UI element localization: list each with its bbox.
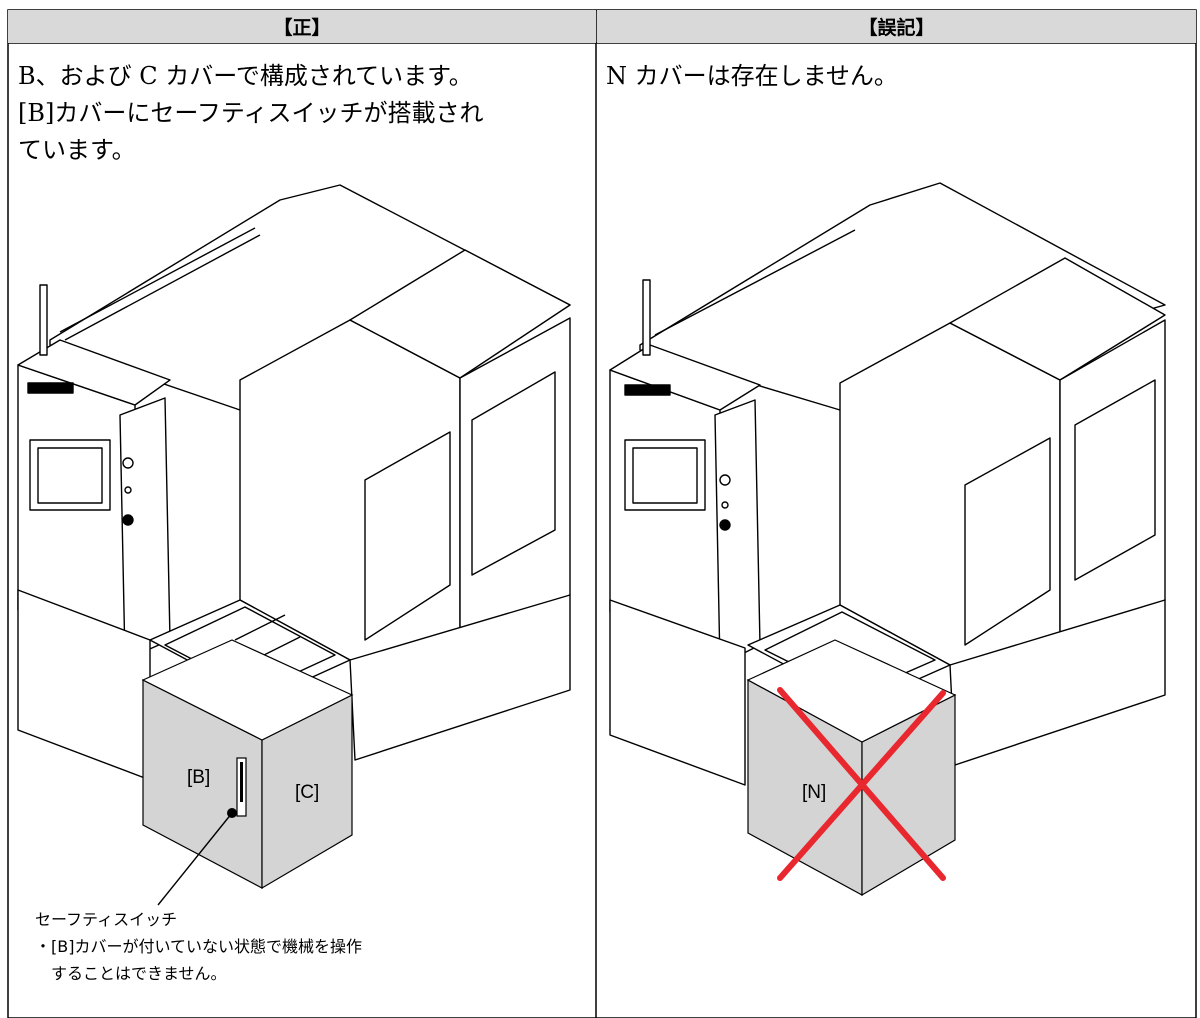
label-cover-b: [B] [187,767,211,788]
label-cover-n: [N] [802,782,827,803]
cross-mark [777,690,946,881]
callout-title: セーフティスイッチ [35,910,178,929]
callout-line: ・[B]カバーが付いていない状態で機械を操作 [35,937,362,956]
description-erratum: N カバーは存在しません。 [606,62,898,90]
description-correct: B、および C カバーで構成されています。 [B]カバーにセーフティスイッチが搭… [18,62,484,164]
header-correct: 【正】 [8,10,596,43]
header-erratum: 【誤記】 [597,10,1196,43]
machine-illustration-correct [17,184,571,906]
safety-switch-callout: セーフティスイッチ ・[B]カバーが付いていない状態で機械を操作 することはでき… [35,906,362,987]
label-cover-c: [C] [295,782,320,803]
callout-line: することはできません。 [35,964,227,983]
